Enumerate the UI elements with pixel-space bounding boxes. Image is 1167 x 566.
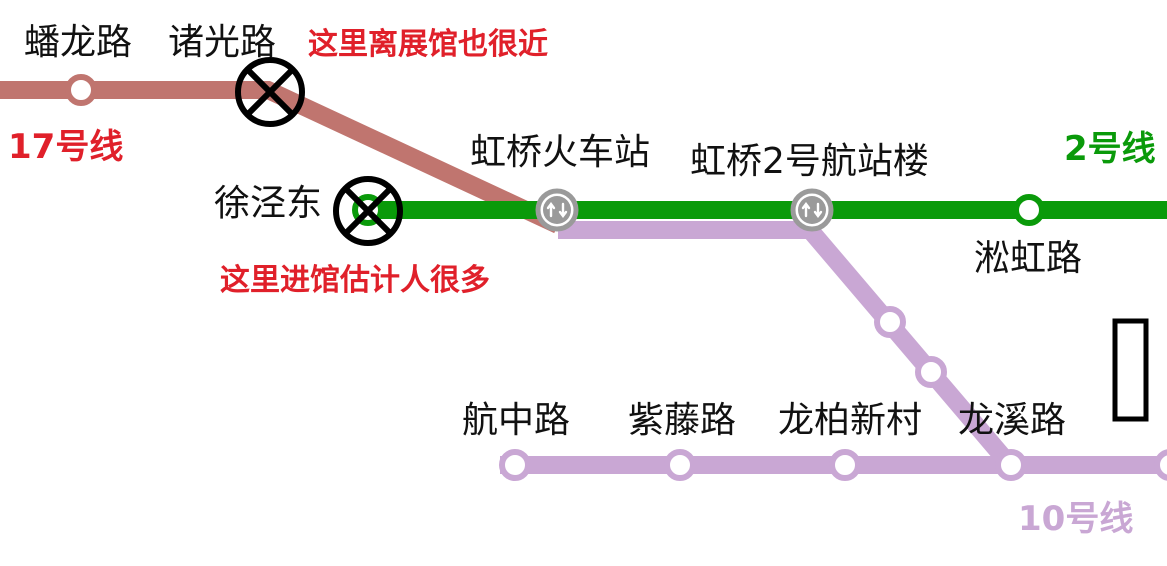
line-label-17: 17号线 — [8, 127, 123, 167]
station-label-hongqiao-t2: 虹桥2号航站楼 — [690, 141, 929, 182]
station-unlabeled-2-dot[interactable] — [915, 356, 947, 388]
line-label-10: 10号线 — [1018, 499, 1133, 539]
station-edge-dot[interactable] — [1154, 449, 1167, 481]
station-label-xujingdong: 徐泾东 — [214, 183, 322, 224]
station-label-songhong: 淞虹路 — [974, 238, 1082, 279]
station-label-panlong: 蟠龙路 — [24, 22, 132, 63]
line-label-2: 2号线 — [1064, 129, 1156, 169]
station-songhong-dot[interactable] — [1013, 194, 1045, 226]
station-hangzhong-dot[interactable] — [499, 449, 531, 481]
interchange-icon[interactable] — [535, 188, 579, 232]
station-longxi-dot[interactable] — [995, 449, 1027, 481]
station-label-hangzhong: 航中路 — [462, 400, 570, 441]
station-ziteng-dot[interactable] — [664, 449, 696, 481]
note-crowded-entry: 这里进馆估计人很多 — [220, 263, 490, 298]
outlined-rectangle — [1112, 318, 1149, 422]
station-label-hongqiao-railway: 虹桥火车站 — [470, 132, 650, 173]
station-label-ziteng: 紫藤路 — [628, 400, 736, 441]
note-near-exhibition: 这里离展馆也很近 — [308, 27, 548, 62]
station-longbai-dot[interactable] — [829, 449, 861, 481]
station-label-zhuguang: 诸光路 — [168, 22, 276, 63]
blocked-marker-icon — [235, 57, 305, 127]
station-unlabeled-1-dot[interactable] — [874, 306, 906, 338]
station-label-longbai: 龙柏新村 — [778, 400, 922, 441]
interchange-icon[interactable] — [790, 188, 834, 232]
station-panlong-dot[interactable] — [65, 74, 97, 106]
station-label-longxi: 龙溪路 — [958, 400, 1066, 441]
blocked-marker-icon — [333, 176, 403, 246]
